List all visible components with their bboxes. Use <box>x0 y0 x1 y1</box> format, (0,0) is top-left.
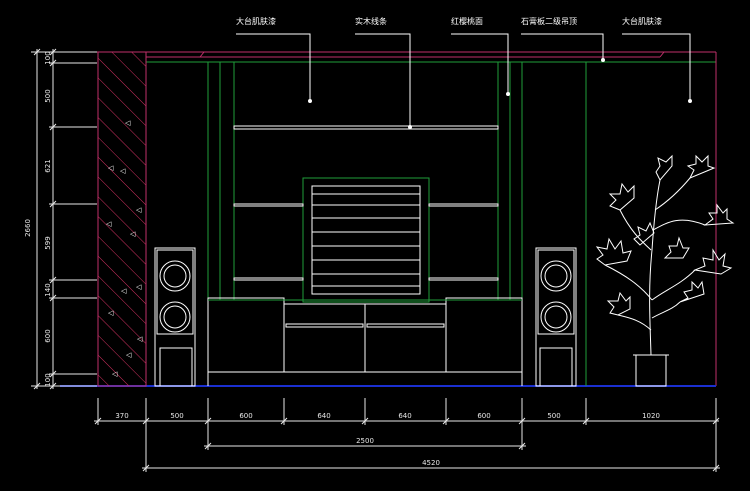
wall-hatch-fill <box>97 51 147 387</box>
shelf-left-mid <box>233 203 304 207</box>
dim-height-5: 140 <box>44 283 52 296</box>
ceiling-drop-line <box>146 51 205 58</box>
shelf-right-mid <box>428 203 499 207</box>
horizontal-dimensions <box>94 398 720 472</box>
drawer-right-top <box>366 323 445 328</box>
plant-pot <box>635 354 667 387</box>
potted-plant <box>595 154 735 387</box>
ceiling-right-step <box>659 51 665 58</box>
wall-panels <box>207 62 587 386</box>
callout-label-4: 石膏板二级吊顶 <box>521 16 577 26</box>
callout-label-5: 大台肌肤漆 <box>622 16 662 26</box>
dim-height-1: 100 <box>44 51 52 64</box>
low-cabinet <box>207 297 523 386</box>
callout-label-1: 大台肌肤漆 <box>236 16 276 26</box>
callout-leaders <box>236 33 692 129</box>
dim-width-7: 500 <box>547 412 560 420</box>
svg-text:◁: ◁ <box>121 287 127 295</box>
svg-text:◁: ◁ <box>130 230 136 238</box>
vertical-dimensions <box>31 49 97 389</box>
dimension-ticks <box>33 48 720 472</box>
svg-text:◁: ◁ <box>136 206 142 214</box>
speaker-left <box>154 247 196 387</box>
vertical-dim-labels: 2660 100 500 621 599 140 600 100 <box>24 51 52 386</box>
svg-text:◁: ◁ <box>125 119 131 127</box>
svg-text:◁: ◁ <box>108 309 114 317</box>
hatched-wall: ◁ ◁ ◁ ◁ ◁ ◁ ◁ ◁ ◁ ◁ ◁ ◁ <box>97 51 147 387</box>
svg-text:◁: ◁ <box>120 167 126 175</box>
callout-label-2: 实木线条 <box>355 16 387 26</box>
dim-width-1: 370 <box>115 412 128 420</box>
shelf-top <box>233 125 499 130</box>
shelf-left-low <box>233 277 304 281</box>
dim-height-3: 621 <box>44 159 52 172</box>
shelves <box>233 125 499 281</box>
dim-width-8: 1020 <box>642 412 660 420</box>
dim-width-5: 640 <box>398 412 411 420</box>
tv-panel <box>311 185 421 295</box>
wall-marks: ◁ ◁ ◁ ◁ ◁ ◁ ◁ ◁ ◁ ◁ ◁ ◁ <box>106 119 143 378</box>
svg-text:◁: ◁ <box>137 335 143 343</box>
dim-width-2: 500 <box>170 412 183 420</box>
dim-sub-total: 2500 <box>356 437 374 445</box>
dim-height-6: 600 <box>44 329 52 342</box>
dim-height-2: 500 <box>44 89 52 102</box>
ceiling-soffit <box>145 60 716 63</box>
svg-text:◁: ◁ <box>136 283 142 291</box>
dim-width-6: 600 <box>477 412 490 420</box>
drawer-left-top <box>285 323 364 328</box>
svg-text:◁: ◁ <box>126 351 132 359</box>
dim-total: 4520 <box>422 459 440 467</box>
svg-text:◁: ◁ <box>106 220 112 228</box>
svg-text:◁: ◁ <box>112 370 118 378</box>
shelf-right-low <box>428 277 499 281</box>
dim-height-7: 100 <box>44 373 52 386</box>
callout-label-3: 红樱桃面 <box>451 16 483 26</box>
dim-height-4: 599 <box>44 236 52 249</box>
dim-width-3: 600 <box>239 412 252 420</box>
callouts: 大台肌肤漆 实木线条 红樱桃面 石膏板二级吊顶 大台肌肤漆 <box>236 16 662 26</box>
dim-width-4: 640 <box>317 412 330 420</box>
horizontal-dim-labels: 370 500 600 640 640 600 500 1020 2500 45… <box>115 412 660 467</box>
tv-frame-outer <box>302 177 430 303</box>
speaker-right <box>535 247 577 387</box>
svg-text:◁: ◁ <box>108 164 114 172</box>
dim-height-total: 2660 <box>24 219 32 237</box>
